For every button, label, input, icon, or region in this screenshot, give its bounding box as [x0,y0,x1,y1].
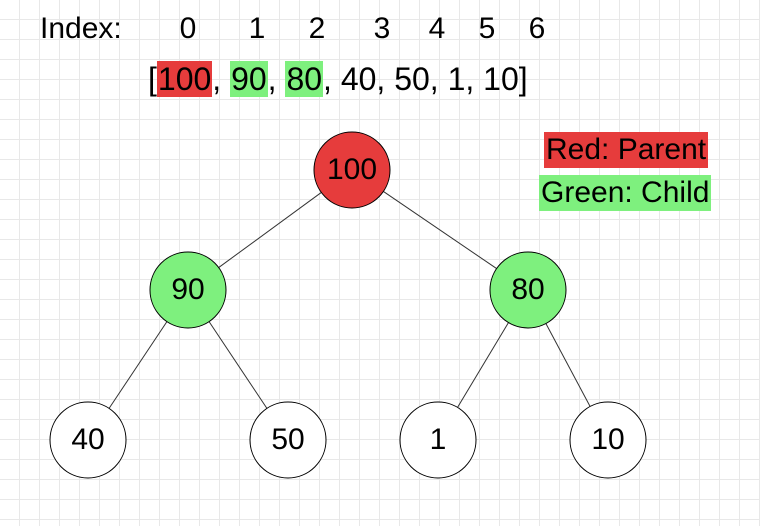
index-6: 6 [528,12,546,45]
tree-node-label: 90 [171,273,204,306]
array-separator: , [376,61,395,97]
tree-node-circle [313,131,391,209]
tree-edge [383,190,497,270]
tree-node-circle [249,401,327,479]
tree-node: 40 [49,401,127,479]
index-2: 2 [308,12,326,45]
tree-node-circle [399,401,477,479]
tree-node-label: 10 [591,423,624,456]
array-separator: , [465,61,484,97]
tree-node: 80 [489,251,567,329]
index-1: 1 [248,12,266,45]
tree-node: 90 [149,251,227,329]
tree-node: 50 [249,401,327,479]
array-item: 100 [156,61,213,97]
tree-node-circle [149,251,227,329]
array-close-bracket: ] [518,61,528,97]
array-item: 50 [394,61,430,97]
index-label: Index: [40,12,122,45]
legend-child: Green: Child [539,175,712,211]
index-0: 0 [179,12,197,45]
tree-edge [545,323,591,407]
tree-edge [108,321,168,409]
array-separator: , [429,61,448,97]
array-display: [100, 90, 80, 40, 50, 1, 10] [148,60,528,98]
array-open-bracket: [ [148,61,157,97]
index-5: 5 [478,12,496,45]
tree-node-label: 40 [71,423,104,456]
array-separator: , [212,61,231,97]
array-separator: , [267,61,286,97]
array-separator: , [323,61,341,97]
array-item: 1 [447,61,466,97]
array-item: 10 [483,61,519,97]
tree-node: 1 [399,401,477,479]
tree-node-circle [49,401,127,479]
tree-node-circle [489,251,567,329]
array-item: 80 [285,61,324,97]
tree-edge [457,322,509,408]
tree-node: 10 [569,401,647,479]
index-4: 4 [428,12,446,45]
tree-edge [218,192,322,268]
tree-edge [208,321,268,409]
tree-node-circle [569,401,647,479]
array-item: 40 [340,61,377,97]
legend-parent: Red: Parent [544,132,709,168]
array-item: 90 [230,61,268,97]
tree-node-label: 100 [327,153,377,186]
tree-node-label: 1 [430,423,447,456]
tree-node: 100 [313,131,391,209]
index-3: 3 [373,12,391,45]
tree-node-label: 50 [271,423,304,456]
tree-node-label: 80 [511,273,544,306]
